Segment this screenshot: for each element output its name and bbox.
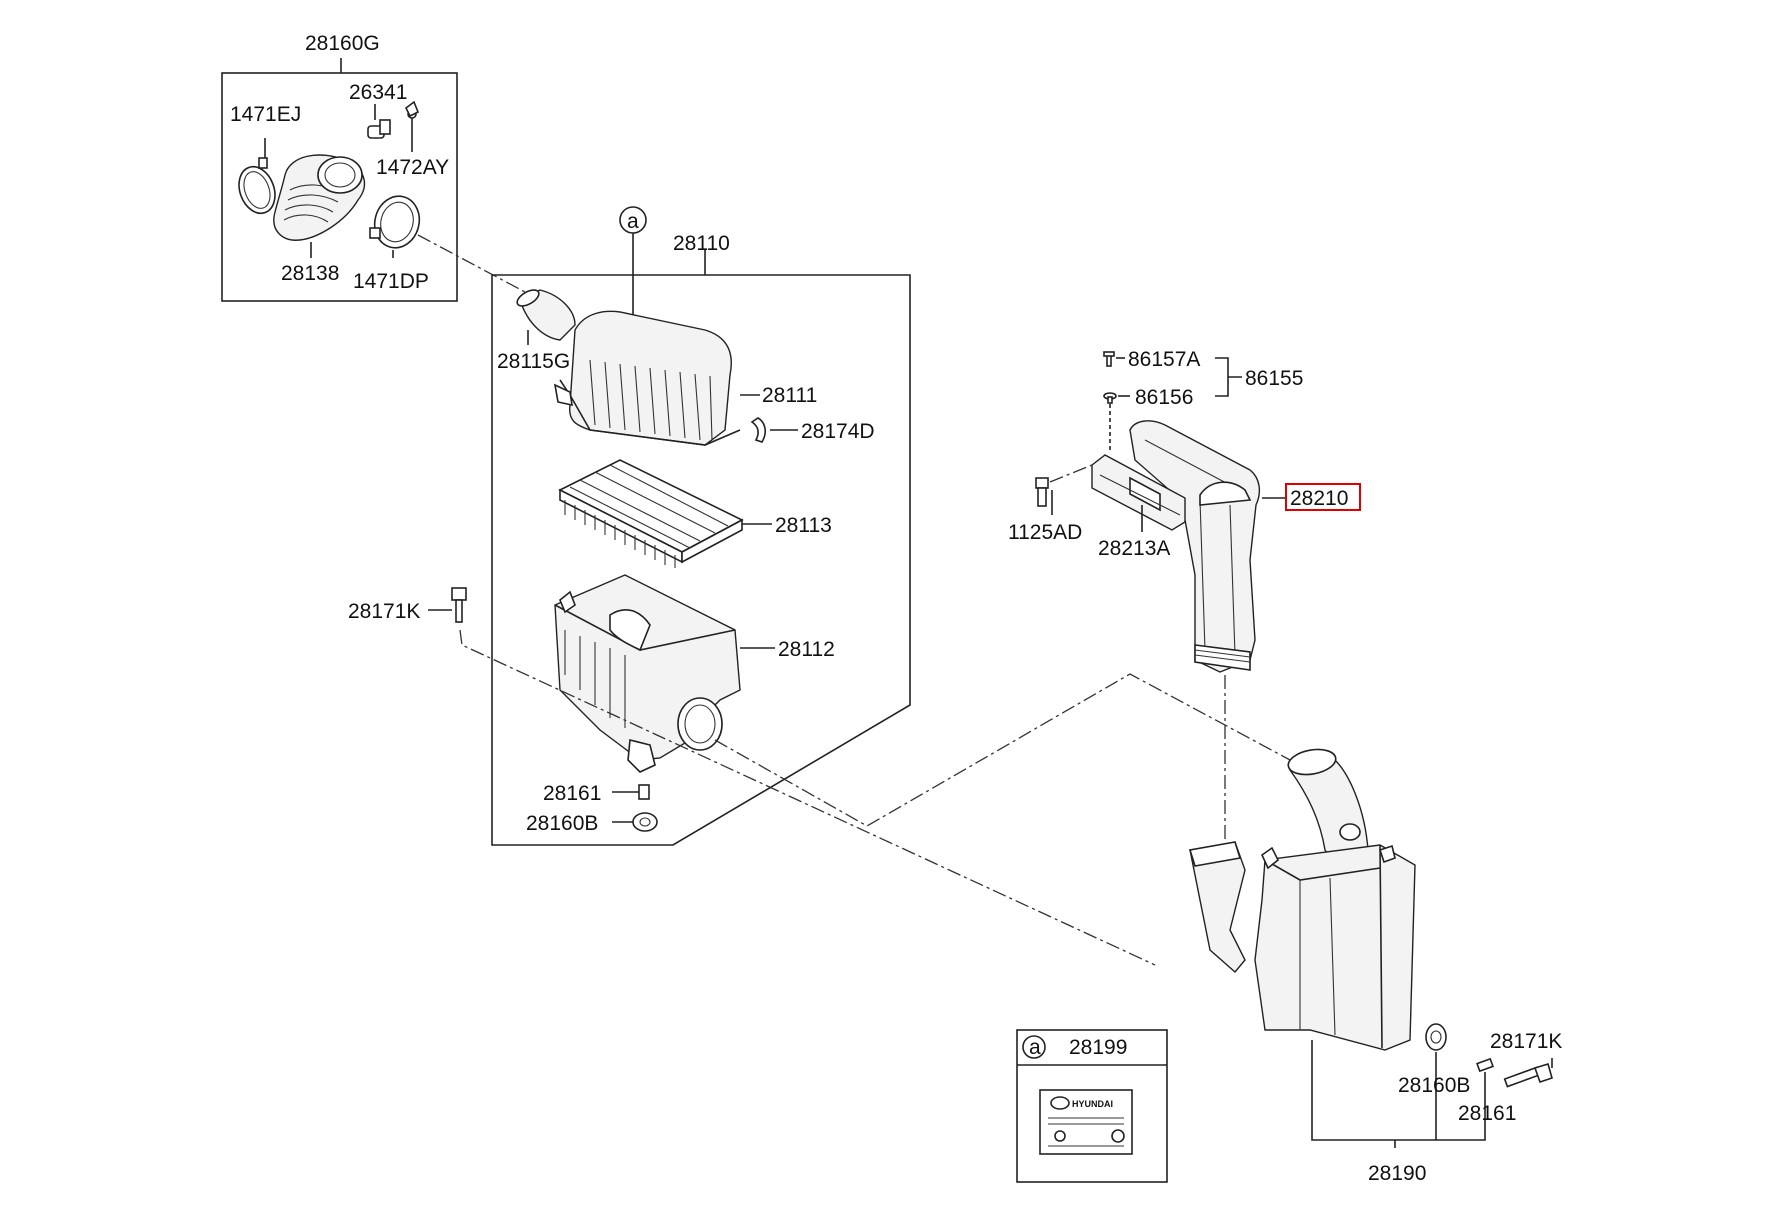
label-1472ay: 1472AY xyxy=(376,156,449,179)
label-28210[interactable]: 28210 xyxy=(1290,487,1348,510)
label-28113: 28113 xyxy=(775,514,832,537)
assembly-28110 xyxy=(491,206,911,846)
label-28190: 28190 xyxy=(1368,1162,1426,1185)
ref-a-top: a xyxy=(627,210,639,233)
fasteners-right xyxy=(1425,1023,1553,1090)
label-28110: 28110 xyxy=(673,232,730,255)
assembly-28160g xyxy=(221,58,458,302)
label-28174d: 28174D xyxy=(801,420,875,443)
bracket-28213a xyxy=(1035,454,1186,532)
label-28112: 28112 xyxy=(778,638,835,661)
label-28160b-left: 28160B xyxy=(526,812,598,835)
label-28161-right: 28161 xyxy=(1458,1102,1516,1125)
label-28111: 28111 xyxy=(762,384,817,407)
legend-28199 xyxy=(1016,1029,1168,1183)
label-86157a: 86157A xyxy=(1128,348,1200,371)
label-1471dp: 1471DP xyxy=(353,270,429,293)
label-28115g: 28115G xyxy=(497,350,570,373)
label-28160b-right: 28160B xyxy=(1398,1074,1470,1097)
highlight-box-28210 xyxy=(1285,483,1361,511)
duct-28210[interactable] xyxy=(1129,420,1261,673)
connection-line xyxy=(417,234,541,301)
bracket-86155 xyxy=(1103,351,1242,450)
label-1471ej: 1471EJ xyxy=(230,103,301,126)
label-1125ad: 1125AD xyxy=(1008,521,1082,544)
label-28199: 28199 xyxy=(1069,1036,1127,1059)
label-86155: 86155 xyxy=(1245,367,1303,390)
label-28161-left: 28161 xyxy=(543,782,601,805)
label-28171k-right: 28171K xyxy=(1490,1030,1562,1053)
dashed-bolt-line xyxy=(459,629,1156,966)
legend-brand-logo: HYUNDAI xyxy=(1072,1099,1113,1109)
label-28138: 28138 xyxy=(281,262,339,285)
label-28171k-left: 28171K xyxy=(348,600,420,623)
dashed-case-line xyxy=(714,673,1291,827)
label-28160g: 28160G xyxy=(305,32,380,55)
resonator-28190 xyxy=(1188,748,1486,1148)
label-28213a: 28213A xyxy=(1098,537,1170,560)
bolt-28171k-left xyxy=(428,587,467,623)
ref-a-legend: a xyxy=(1029,1036,1041,1059)
label-26341: 26341 xyxy=(349,81,407,104)
label-86156: 86156 xyxy=(1135,386,1193,409)
